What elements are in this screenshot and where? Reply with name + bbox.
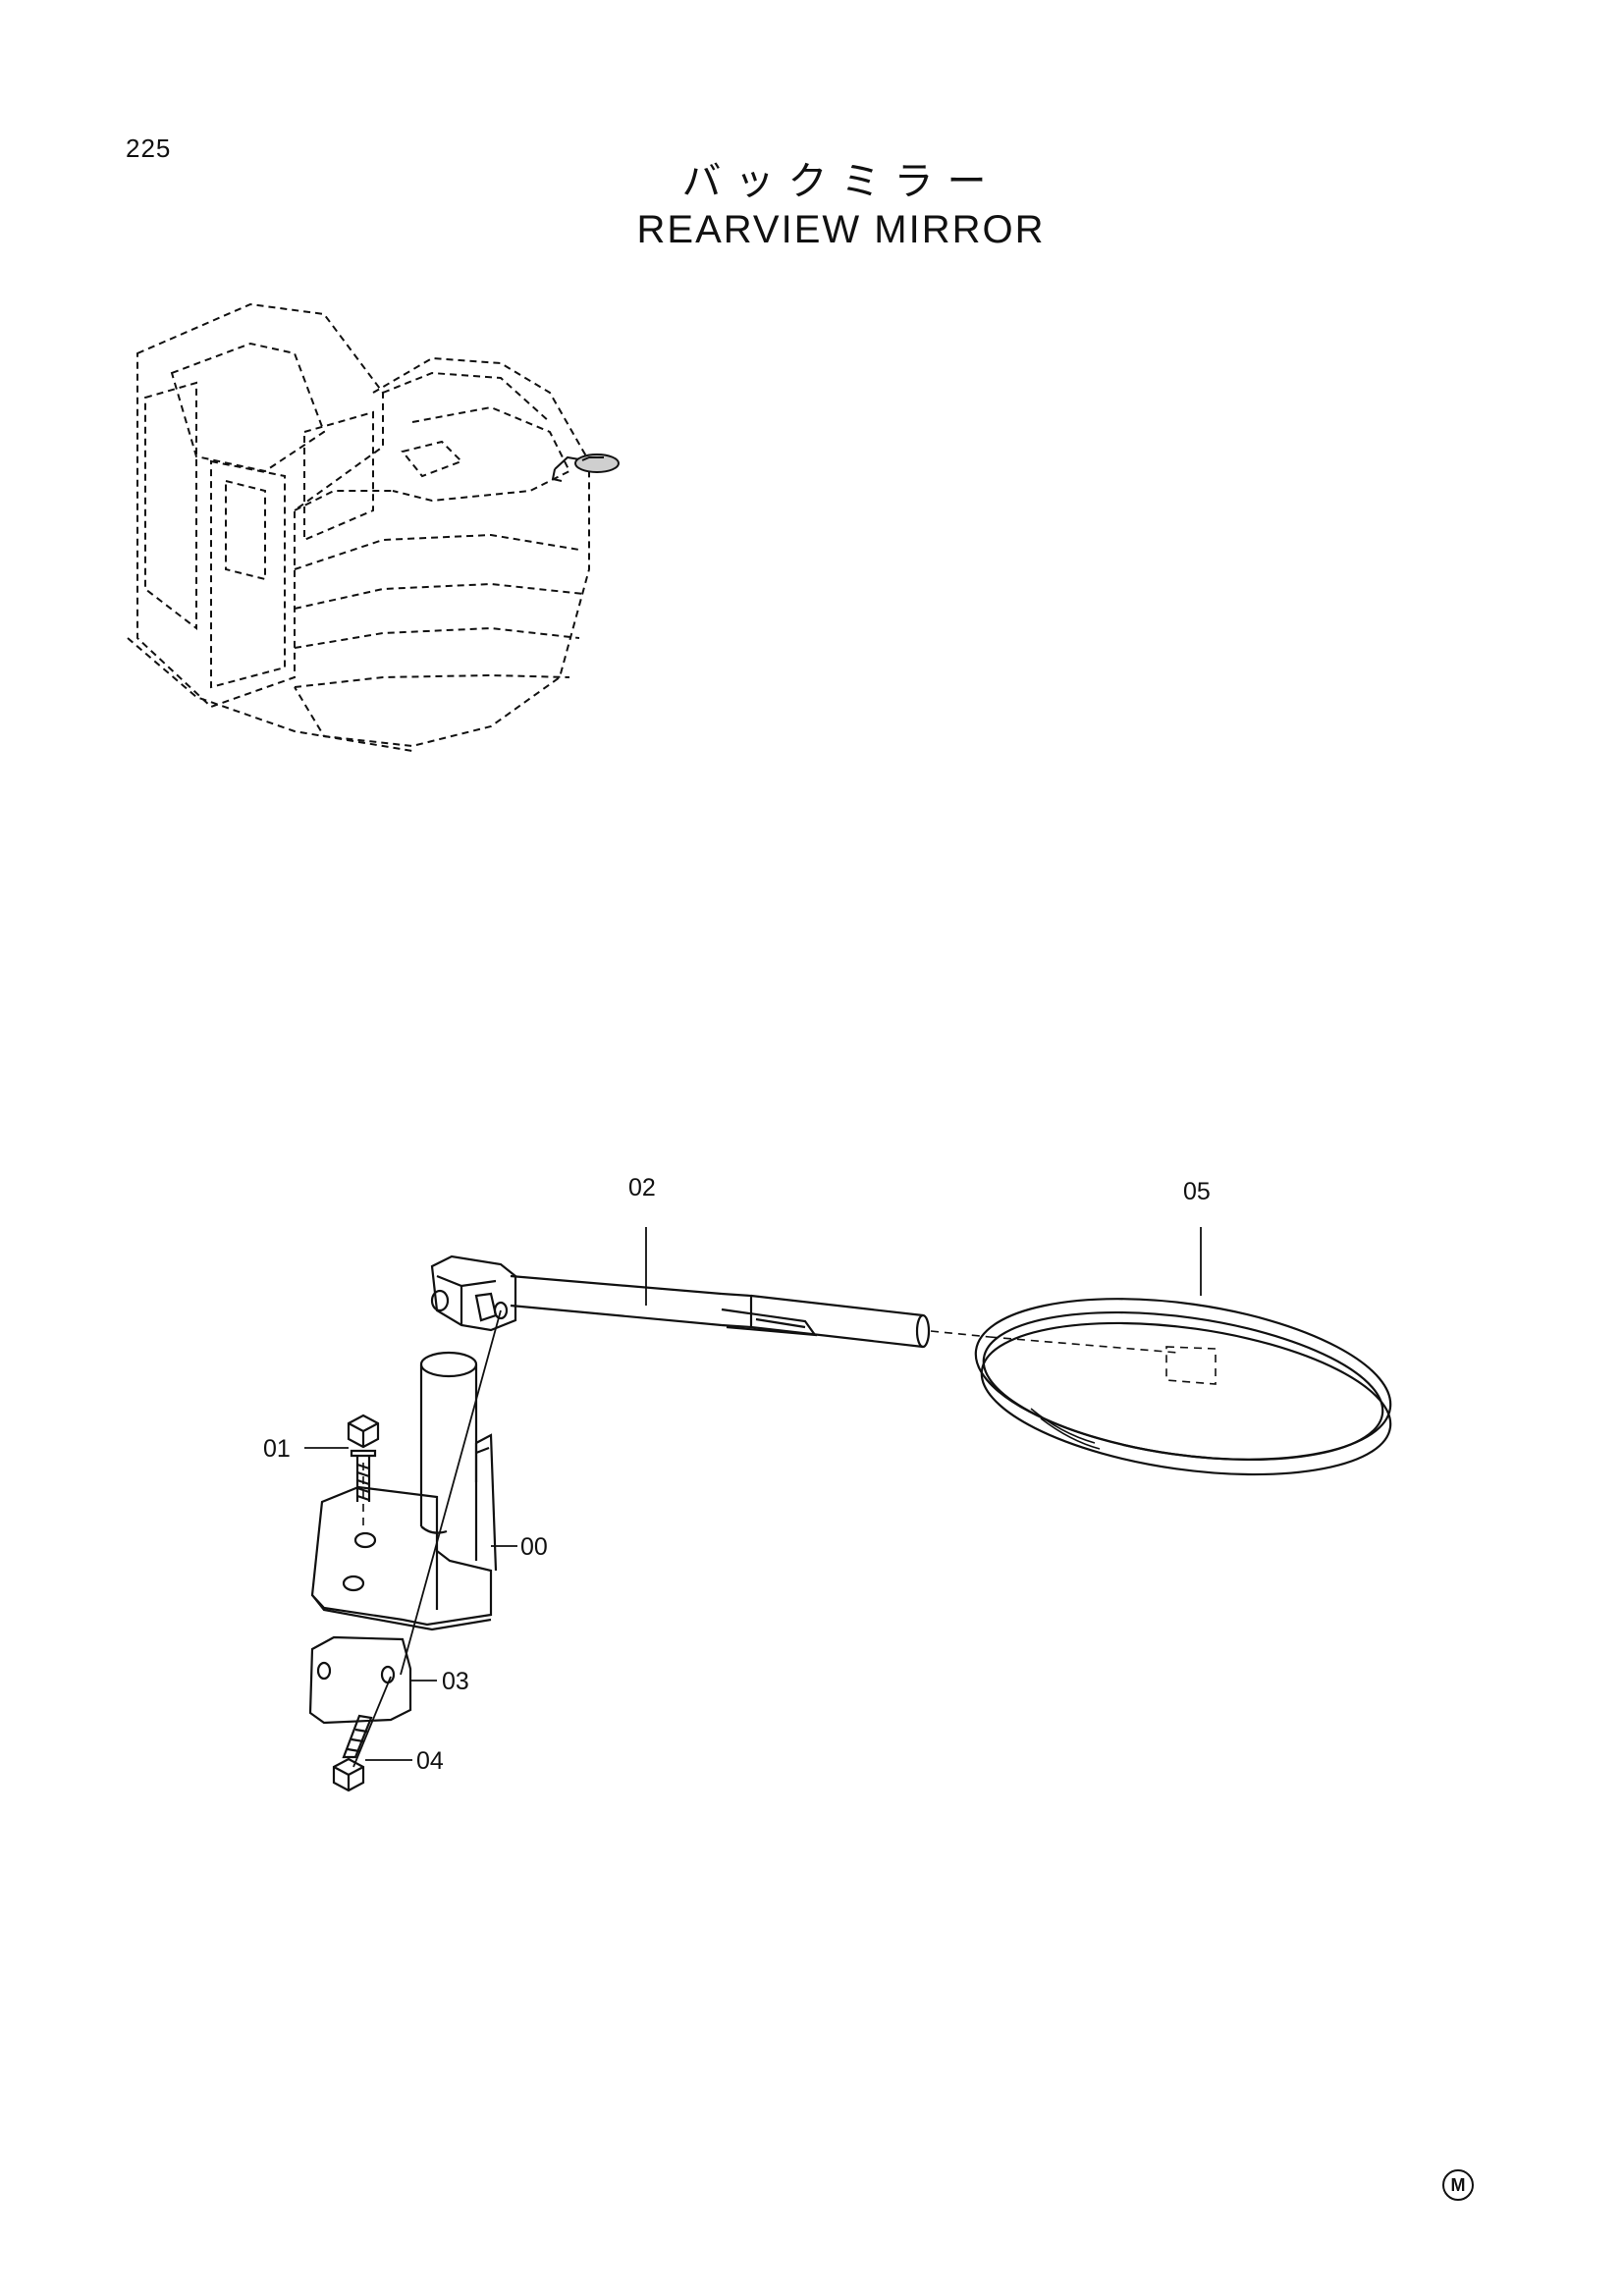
callout-label-05: 05 [1183,1178,1211,1205]
callout-label-02: 02 [628,1174,656,1201]
mirror-location-marker [551,454,620,482]
corner-mark: M [1442,2169,1474,2201]
callout-label-01: 01 [263,1435,291,1463]
excavator-overview-drawing [127,302,590,752]
callout-label-03: 03 [442,1668,469,1695]
callout-label-00: 00 [520,1533,548,1561]
callout-label-04: 04 [416,1747,444,1775]
page-number: 225 [126,133,172,163]
alignment-lines [362,1330,1217,1531]
page-title: REARVIEW MIRROR [636,208,1046,251]
exploded-view-drawing [308,1255,1392,1792]
page-title-japanese: バックミラー [681,159,1001,204]
leader-lines [304,1227,1202,1768]
